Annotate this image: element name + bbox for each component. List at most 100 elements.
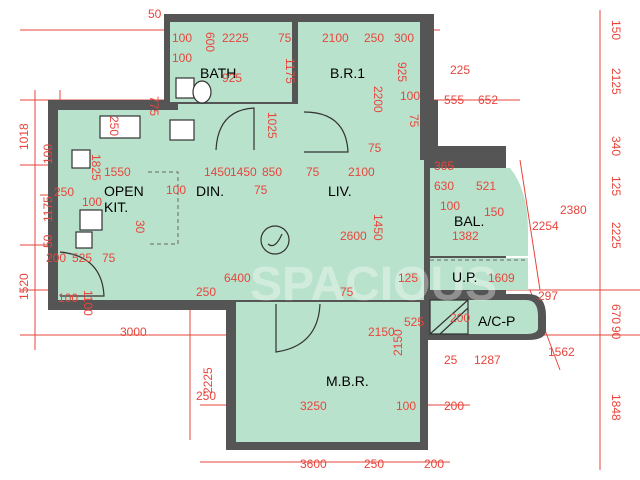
dimension-label: 125 (609, 176, 623, 196)
dimension-label: 250 (196, 285, 216, 299)
label-up: U.P. (452, 269, 477, 285)
dimension-label: 2380 (560, 203, 587, 217)
dimension-label: 75 (102, 251, 116, 265)
dimension-label: 50 (41, 234, 55, 248)
dimension-label: 6400 (224, 271, 251, 285)
dimension-label: 250 (54, 185, 74, 199)
dimension-label: 1562 (548, 345, 575, 359)
dimension-label: 2100 (348, 165, 375, 179)
dimension-label: 50 (148, 7, 162, 21)
dimension-label: 525 (72, 251, 92, 265)
dimension-label: 850 (262, 165, 282, 179)
dimension-label: 100 (400, 89, 420, 103)
label-mbr: M.B.R. (326, 373, 369, 389)
dimension-label: 150 (609, 20, 623, 40)
dimension-label: 3000 (120, 325, 147, 339)
dimension-label: 3250 (300, 399, 327, 413)
dimension-label: 670 (609, 304, 623, 324)
label-br1: B.R.1 (330, 65, 365, 81)
dimension-label: 1450 (371, 214, 385, 241)
dimension-label: 2150 (368, 325, 395, 339)
dimension-label: 1450 (230, 165, 257, 179)
dimension-label: 100 (41, 144, 55, 164)
label-bath: BATH (200, 65, 236, 81)
dimension-label: 1382 (452, 229, 479, 243)
doors (59, 107, 349, 353)
dimension-label: 525 (404, 315, 424, 329)
dimension-label: 250 (107, 116, 121, 136)
dimension-label: 100 (172, 51, 192, 65)
dimension-label: 1450 (204, 165, 231, 179)
dimension-label: 600 (203, 32, 217, 52)
dimension-label: 2200 (371, 86, 385, 113)
dimension-label: 225 (450, 63, 470, 77)
dimension-label: 75 (340, 285, 354, 299)
room-labels: BATH B.R.1 OPEN KIT. DIN. LIV. BAL. U.P.… (104, 65, 515, 389)
dimension-label: 3600 (300, 457, 327, 471)
dimension-label: 1175 (283, 58, 297, 84)
dimension-label: 630 (434, 179, 454, 193)
dimension-label: 75 (407, 114, 421, 128)
hob (71, 149, 91, 169)
dimension-label: 75 (306, 165, 320, 179)
dimension-label: 25 (444, 353, 458, 367)
dimension-label: 300 (394, 31, 414, 45)
dimension-label: 1550 (104, 165, 131, 179)
label-liv: LIV. (328, 183, 352, 199)
br1-door (303, 111, 349, 153)
mbr-door (275, 303, 321, 353)
dimension-label: 2254 (532, 219, 559, 233)
acp-hatch (429, 299, 469, 335)
label-din: DIN. (196, 183, 224, 199)
label-acp: A/C-P (478, 313, 515, 329)
dimension-label: 1520 (17, 273, 31, 300)
dimension-label: 100 (172, 31, 192, 45)
dimension-label: 340 (609, 136, 623, 156)
dimension-label: 30 (133, 220, 147, 234)
dimension-label: 200 (424, 457, 444, 471)
dimension-label: 100 (440, 199, 460, 213)
dimension-label: 125 (398, 271, 418, 285)
dimension-label: 100 (396, 399, 416, 413)
dimension-label: 1848 (609, 394, 623, 421)
toilet (175, 77, 195, 99)
dimension-label: 2225 (609, 222, 623, 249)
dimension-label: 555 (444, 93, 464, 107)
dimension-label: 2125 (609, 68, 623, 95)
label-bal: BAL. (454, 213, 484, 229)
dimension-label: 100 (82, 195, 102, 209)
dimension-label: 521 (476, 179, 496, 193)
dimension-labels: 50 100 2225 75 2100 250 300 225 100 925 … (17, 7, 623, 471)
toilet-bowl (192, 80, 212, 104)
dimension-label: 75 (278, 31, 292, 45)
dimension-label: 652 (478, 93, 498, 107)
dimension-label: 250 (364, 457, 384, 471)
dimension-label: 200 (444, 399, 464, 413)
dimension-label: 1018 (17, 123, 31, 150)
dimension-label: 297 (538, 289, 558, 303)
dimension-label: 2225 (201, 367, 215, 394)
dimension-label: 150 (484, 205, 504, 219)
dimension-label: 100 (166, 183, 186, 197)
basin (169, 119, 195, 141)
dimension-label: 2225 (222, 31, 249, 45)
dimension-label: 90 (609, 326, 623, 340)
dimension-label: 925 (395, 62, 409, 82)
dimension-label: 365 (434, 159, 454, 173)
dimension-label: 1175 (41, 196, 55, 222)
dimension-label: 1100 (81, 290, 95, 316)
dimension-label: 100 (58, 291, 78, 305)
fridge (75, 231, 93, 249)
dimension-label: 2150 (391, 329, 405, 356)
dimension-label: 75 (254, 183, 268, 197)
dimension-label: 1825 (89, 154, 103, 181)
entrance-door (59, 251, 105, 297)
dimension-label: 250 (364, 31, 384, 45)
dimension-label: 75 (368, 141, 382, 155)
bath-door (215, 107, 255, 151)
kitchen-sink (99, 115, 141, 139)
watermark-text: SPACIOUS (250, 258, 497, 311)
label-kit: KIT. (104, 199, 128, 215)
dimension-label: 2100 (322, 31, 349, 45)
dimension-label: 1287 (474, 353, 501, 367)
